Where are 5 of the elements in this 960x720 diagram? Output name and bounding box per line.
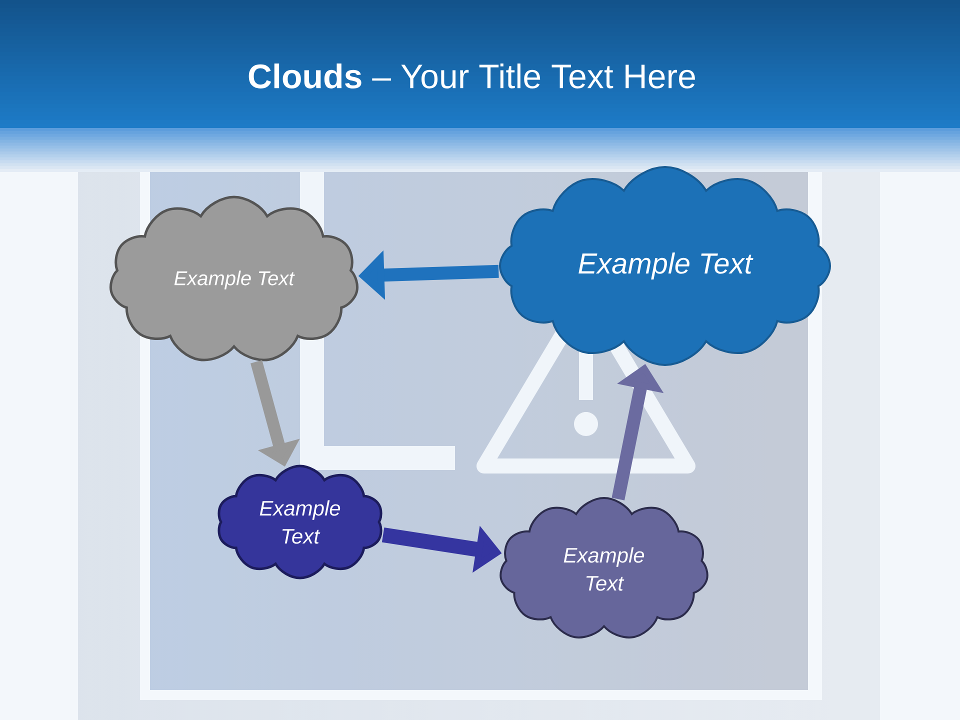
cloud: Example Text bbox=[500, 497, 708, 638]
cloud: Example Text bbox=[110, 196, 358, 362]
cloud: Example Text bbox=[218, 464, 382, 580]
cloud: Example Text bbox=[499, 166, 831, 366]
title: Clouds – Your Title Text Here bbox=[248, 64, 695, 88]
